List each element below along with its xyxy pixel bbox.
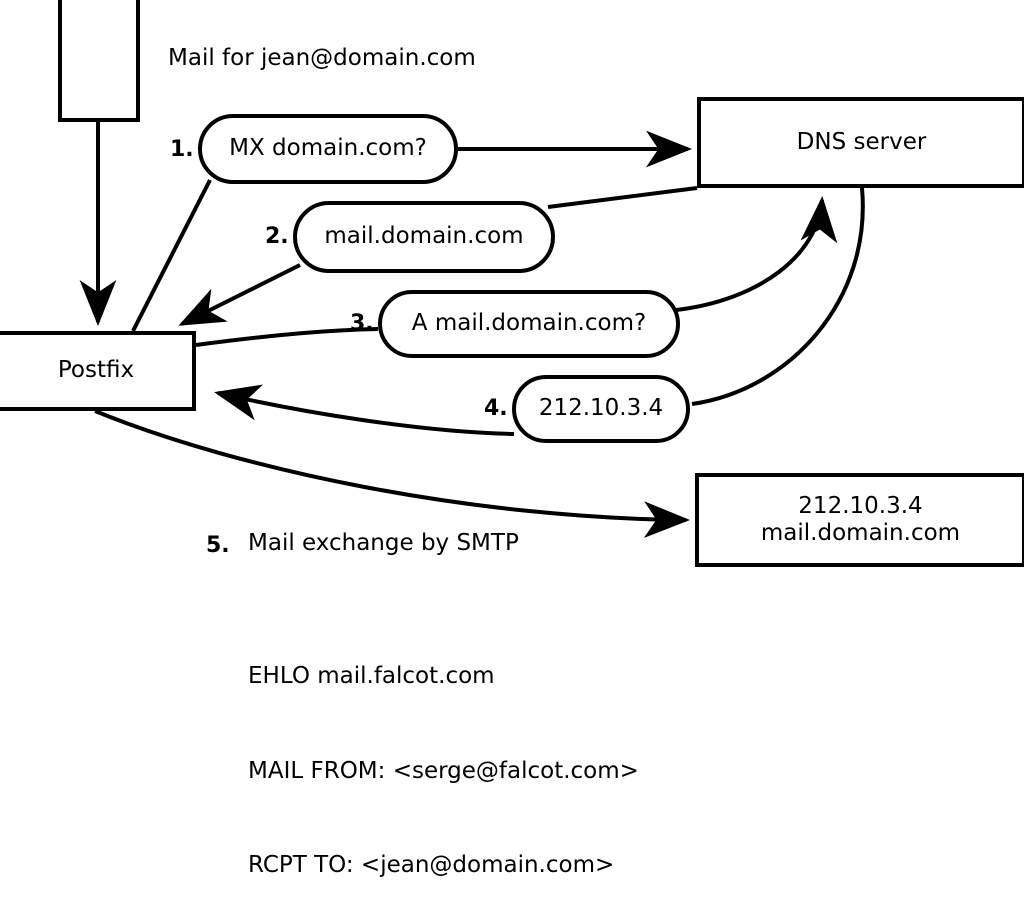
node-mail-server: 212.10.3.4 mail.domain.com — [695, 473, 1024, 567]
connector-answer4-to-postfix — [214, 384, 515, 436]
transcript-line: EHLO mail.falcot.com — [248, 663, 495, 689]
connector-postfix-to-mailserver — [94, 409, 690, 539]
connector-answer2-to-postfix — [178, 263, 301, 326]
step5-label: Mail exchange by SMTP — [248, 530, 519, 556]
connector-dns-to-answer2 — [547, 186, 698, 209]
message-pill-mx-answer-label: mail.domain.com — [324, 223, 524, 250]
node-mail-server-label: 212.10.3.4 mail.domain.com — [760, 492, 961, 546]
connector-dns-to-answer4 — [691, 187, 865, 406]
step-number-4: 4. — [484, 396, 508, 421]
step-number-3: 3. — [350, 311, 374, 336]
message-pill-a-answer-label: 212.10.3.4 — [538, 395, 664, 422]
transcript-line: MAIL FROM: <serge@falcot.com> — [248, 757, 639, 784]
node-postfix: Postfix — [0, 331, 196, 411]
node-postfix-label: Postfix — [57, 357, 135, 384]
connector-postfix-to-query1 — [131, 179, 212, 332]
message-pill-a-query: A mail.domain.com? — [378, 290, 680, 358]
message-pill-a-query-label: A mail.domain.com? — [411, 310, 647, 337]
message-pill-mx-query-label: MX domain.com? — [229, 135, 427, 162]
node-client — [58, 0, 140, 122]
step-number-2: 2. — [265, 224, 289, 249]
message-pill-mx-answer: mail.domain.com — [293, 201, 555, 273]
smtp-transcript: EHLO mail.falcot.com MAIL FROM: <serge@f… — [248, 598, 639, 919]
transcript-line: RCPT TO: <jean@domain.com> — [248, 852, 615, 878]
message-pill-a-answer: 212.10.3.4 — [512, 375, 690, 443]
mail-for-caption: Mail for jean@domain.com — [168, 45, 476, 71]
step-number-1: 1. — [170, 137, 194, 162]
step-number-5: 5. — [206, 533, 230, 558]
connector-query3-to-dns — [675, 196, 838, 312]
message-pill-mx-query: MX domain.com? — [198, 114, 458, 184]
connector-postfix-to-query3 — [195, 327, 379, 347]
node-dns-server-label: DNS server — [796, 128, 927, 155]
node-dns-server: DNS server — [697, 97, 1024, 188]
